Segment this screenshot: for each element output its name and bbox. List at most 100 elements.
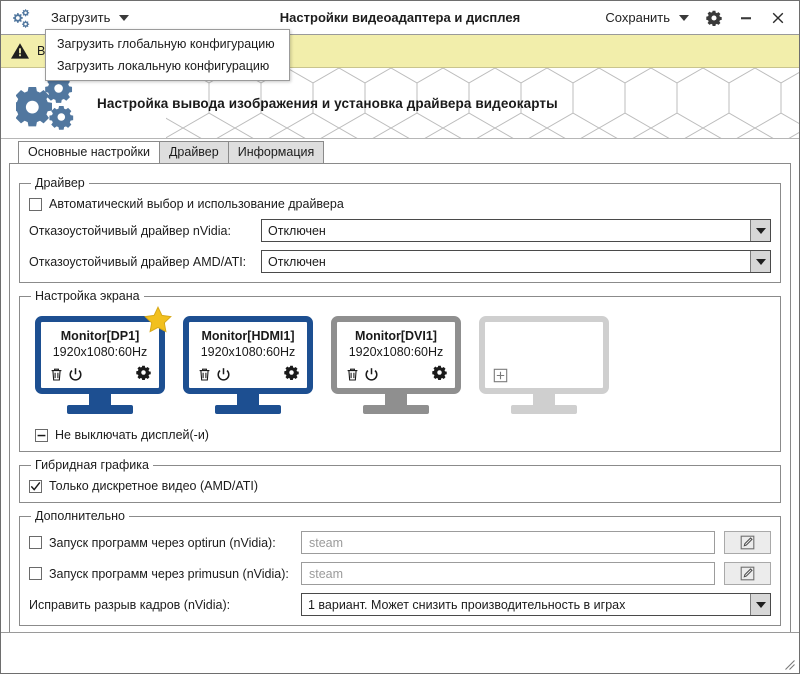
app-gears-icon	[1, 1, 41, 34]
tearfree-row: Исправить разрыв кадров (nVidia): 1 вари…	[29, 593, 771, 616]
tab-strip: Основные настройки Драйвер Информация	[1, 139, 799, 163]
load-menu-button[interactable]: Загрузить	[41, 1, 139, 34]
optirun-edit-button[interactable]	[724, 531, 771, 554]
primusrun-input[interactable]: steam	[301, 562, 715, 585]
gear-icon[interactable]	[136, 365, 151, 381]
nvidia-fallback-label: Отказоустойчивый драйвер nVidia:	[29, 223, 231, 238]
discrete-only-checkbox[interactable]	[29, 479, 42, 493]
tab-main-settings[interactable]: Основные настройки	[18, 141, 160, 163]
banner-gears-icon	[1, 75, 97, 131]
hybrid-graphics-legend: Гибридная графика	[35, 458, 149, 472]
keep-displays-on-row[interactable]: Не выключать дисплей(-и)	[35, 428, 771, 442]
menu-item-load-global[interactable]: Загрузить глобальную конфигурацию	[57, 37, 275, 51]
status-bar	[1, 632, 799, 673]
chevron-down-icon	[119, 14, 130, 21]
primusrun-checkbox[interactable]	[29, 567, 42, 580]
driver-group: Драйвер Автоматический выбор и использов…	[19, 176, 781, 283]
monitor-stand-base	[67, 405, 133, 414]
plus-square-icon[interactable]	[493, 368, 508, 383]
tearfree-value: 1 вариант. Может снизить производительно…	[308, 597, 626, 612]
amd-fallback-select[interactable]: Отключен	[261, 250, 771, 273]
chevron-down-icon[interactable]	[750, 594, 770, 615]
gear-icon[interactable]	[284, 365, 299, 381]
primusrun-row: Запуск программ через primusun (nVidia):…	[29, 562, 771, 585]
nvidia-fallback-row: Отказоустойчивый драйвер nVidia: Отключе…	[29, 219, 771, 242]
monitor-screen: Monitor[HDMI1] 1920x1080:60Hz	[183, 316, 313, 394]
tab-information[interactable]: Информация	[227, 141, 325, 163]
discrete-only-label: Только дискретное видео (AMD/ATI)	[49, 479, 259, 493]
optirun-label: Запуск программ через optirun (nVidia):	[49, 535, 276, 550]
monitor-card-dvi1[interactable]: Monitor[DVI1] 1920x1080:60Hz	[331, 316, 461, 414]
monitor-resolution: 1920x1080:60Hz	[348, 345, 444, 359]
monitor-actions	[493, 368, 595, 383]
menu-item-load-local[interactable]: Загрузить локальную конфигурацию	[57, 59, 270, 73]
close-button[interactable]	[763, 1, 793, 34]
load-menu-label: Загрузить	[51, 10, 111, 25]
primusrun-edit-button[interactable]	[724, 562, 771, 585]
save-menu-label: Сохранить	[605, 10, 670, 25]
load-dropdown-menu[interactable]: Загрузить глобальную конфигурацию Загруз…	[45, 29, 290, 81]
title-bar: Загрузить Настройки видеоадаптера и дисп…	[1, 1, 799, 81]
minimize-button[interactable]	[731, 1, 761, 34]
monitor-name: Monitor[DP1]	[60, 329, 140, 343]
optirun-checkbox[interactable]	[29, 536, 42, 549]
driver-group-legend: Драйвер	[35, 176, 85, 190]
gear-icon	[706, 10, 722, 26]
monitor-actions	[197, 365, 299, 383]
warning-text: В	[37, 44, 46, 58]
edit-icon	[740, 535, 755, 550]
monitor-screen	[479, 316, 609, 394]
banner-title: Настройка вывода изображения и установка…	[97, 95, 558, 111]
gear-icon[interactable]	[432, 365, 447, 381]
tearfree-label: Исправить разрыв кадров (nVidia):	[29, 597, 231, 612]
monitor-card-hdmi1[interactable]: Monitor[HDMI1] 1920x1080:60Hz	[183, 316, 313, 414]
close-icon	[772, 12, 784, 23]
nvidia-fallback-value: Отключен	[268, 223, 326, 238]
trash-icon[interactable]	[49, 367, 64, 382]
tearfree-select[interactable]: 1 вариант. Может снизить производительно…	[301, 593, 771, 616]
minimize-icon	[741, 16, 751, 19]
monitor-resolution: 1920x1080:60Hz	[200, 345, 296, 359]
amd-fallback-row: Отказоустойчивый драйвер AMD/ATI: Отключ…	[29, 250, 771, 273]
auto-driver-label: Автоматический выбор и использование дра…	[49, 197, 344, 211]
keep-displays-on-checkbox[interactable]	[35, 428, 48, 442]
settings-gear-button[interactable]	[699, 1, 729, 34]
monitor-stand-neck	[89, 394, 111, 405]
monitor-screen: Monitor[DVI1] 1920x1080:60Hz	[331, 316, 461, 394]
primusrun-label: Запуск программ через primusun (nVidia):	[49, 566, 289, 581]
warning-triangle-icon	[11, 43, 29, 59]
monitor-card-add-slot[interactable]	[479, 316, 609, 414]
monitor-name: Monitor[DVI1]	[355, 329, 437, 343]
monitor-stand-neck	[533, 394, 555, 405]
additional-group: Дополнительно Запуск программ через opti…	[19, 509, 781, 626]
save-menu-button[interactable]: Сохранить	[597, 1, 697, 34]
settings-panel: Драйвер Автоматический выбор и использов…	[9, 163, 791, 632]
power-icon[interactable]	[364, 367, 379, 382]
auto-driver-checkbox[interactable]	[29, 197, 42, 211]
chevron-down-icon[interactable]	[750, 251, 770, 272]
edit-icon	[740, 566, 755, 581]
optirun-input[interactable]: steam	[301, 531, 715, 554]
monitor-stand-neck	[237, 394, 259, 405]
keep-displays-on-label: Не выключать дисплей(-и)	[55, 428, 209, 442]
monitor-actions	[345, 365, 447, 383]
monitor-actions	[49, 365, 151, 383]
titlebar-controls: Сохранить	[597, 1, 799, 34]
monitor-screen: Monitor[DP1] 1920x1080:60Hz	[35, 316, 165, 394]
nvidia-fallback-select[interactable]: Отключен	[261, 219, 771, 242]
monitor-card-dp1[interactable]: Monitor[DP1] 1920x1080:60Hz	[35, 306, 172, 414]
chevron-down-icon[interactable]	[750, 220, 770, 241]
tab-driver[interactable]: Драйвер	[158, 141, 229, 163]
tab-content-main-settings: Драйвер Автоматический выбор и использов…	[1, 162, 799, 632]
trash-icon[interactable]	[345, 367, 360, 382]
auto-driver-row[interactable]: Автоматический выбор и использование дра…	[29, 197, 771, 211]
discrete-only-row[interactable]: Только дискретное видео (AMD/ATI)	[29, 479, 771, 493]
resize-grip-icon[interactable]	[782, 657, 796, 671]
monitor-resolution: 1920x1080:60Hz	[52, 345, 148, 359]
power-icon[interactable]	[68, 367, 83, 382]
monitor-stand-neck	[385, 394, 407, 405]
trash-icon[interactable]	[197, 367, 212, 382]
optirun-row: Запуск программ через optirun (nVidia): …	[29, 531, 771, 554]
power-icon[interactable]	[216, 367, 231, 382]
